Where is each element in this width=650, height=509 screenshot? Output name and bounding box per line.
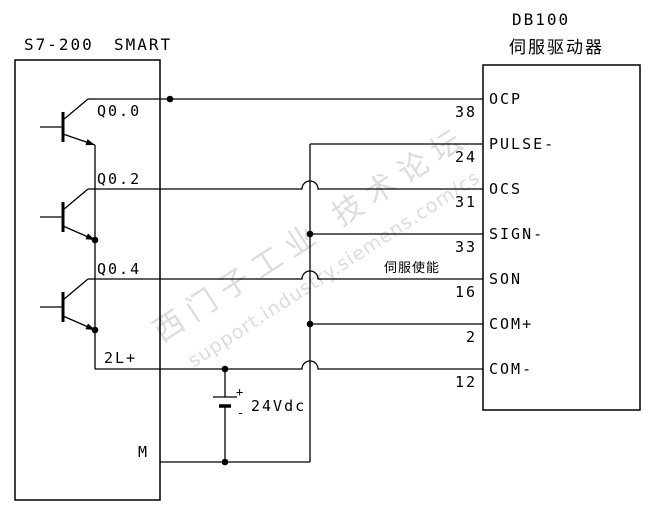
- pin-name-pulse-neg: PULSE-: [489, 135, 555, 153]
- servo-enable-label: 伺服使能: [384, 260, 440, 276]
- terminal-q04: Q0.4: [97, 260, 141, 278]
- pin-number-ocp: 38: [455, 103, 477, 121]
- junction-dot: [91, 236, 99, 244]
- transistor-collector-lead: [62, 188, 89, 211]
- pin-number-pulse-neg: 24: [455, 148, 477, 166]
- pin-name-sign-neg: SIGN-: [489, 225, 544, 243]
- pin-number-sign-neg: 33: [455, 238, 477, 256]
- terminal-m: M: [138, 443, 149, 461]
- battery-plus-sign: +: [236, 385, 243, 399]
- pin-number-ocs: 31: [455, 193, 477, 211]
- wire-2lplus-com-minus: [95, 360, 483, 370]
- junction-dot: [306, 320, 314, 328]
- terminal-2lplus: 2L+: [104, 349, 137, 367]
- junction-dot: [166, 95, 174, 103]
- junction-dot: [221, 365, 229, 373]
- junction-dot: [221, 458, 229, 466]
- battery-minus-sign: -: [237, 406, 244, 420]
- junction-dot: [306, 230, 314, 238]
- pin-name-com-plus: COM+: [489, 315, 533, 333]
- pin-name-ocs: OCS: [489, 180, 522, 198]
- pin-name-son: SON: [489, 270, 522, 288]
- battery-label: 24Vdc: [251, 397, 306, 415]
- pin-number-son: 16: [455, 283, 477, 301]
- junction-dot: [91, 326, 99, 334]
- pin-number-com-minus: 12: [455, 373, 477, 391]
- pin-name-com-minus: COM-: [489, 360, 533, 378]
- drive-subtitle: 伺服驱动器: [509, 38, 604, 58]
- plc-title-series: SMART: [114, 35, 172, 54]
- transistor-q00: [40, 98, 96, 146]
- plc-box: [14, 59, 161, 501]
- terminal-q00: Q0.0: [97, 102, 141, 120]
- emitter-arrow: [85, 139, 95, 146]
- transistor-collector-lead: [62, 98, 89, 121]
- drive-title: DB100: [512, 10, 570, 29]
- transistor-collector-lead: [62, 278, 89, 301]
- drive-box: [482, 64, 641, 411]
- transistor-q02: [40, 188, 96, 241]
- terminal-q02: Q0.2: [97, 170, 141, 188]
- wire-q02-ocs: [88, 180, 483, 190]
- transistor-q04: [40, 278, 96, 331]
- pin-number-com-plus: 2: [466, 328, 477, 346]
- pin-name-ocp: OCP: [489, 90, 522, 108]
- plc-title-model: S7-200: [24, 35, 94, 54]
